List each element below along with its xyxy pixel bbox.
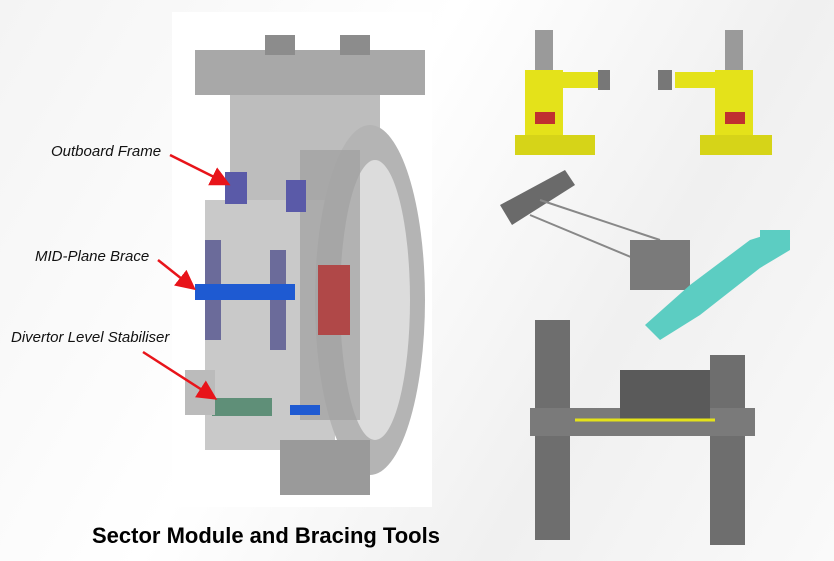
slide-title: Sector Module and Bracing Tools <box>92 523 440 548</box>
outboard-frame-jacks <box>515 30 772 155</box>
outboard-frame-part <box>225 172 247 204</box>
mid-plane-brace-tool <box>500 170 790 340</box>
label-outboard-frame: Outboard Frame <box>51 143 162 160</box>
mid-plane-brace-part <box>195 284 295 300</box>
arrow-divertor-stabiliser <box>142 350 218 400</box>
arrow-outboard-frame <box>169 153 231 186</box>
label-divertor-stabiliser: Divertor Level Stabiliser <box>11 329 170 346</box>
arrow-mid-plane-brace <box>157 259 196 291</box>
divertor-frame-tool <box>530 320 755 545</box>
label-mid-plane-brace: MID-Plane Brace <box>35 248 150 265</box>
divertor-stabiliser-part <box>212 398 272 416</box>
sector-module-model <box>185 35 425 495</box>
